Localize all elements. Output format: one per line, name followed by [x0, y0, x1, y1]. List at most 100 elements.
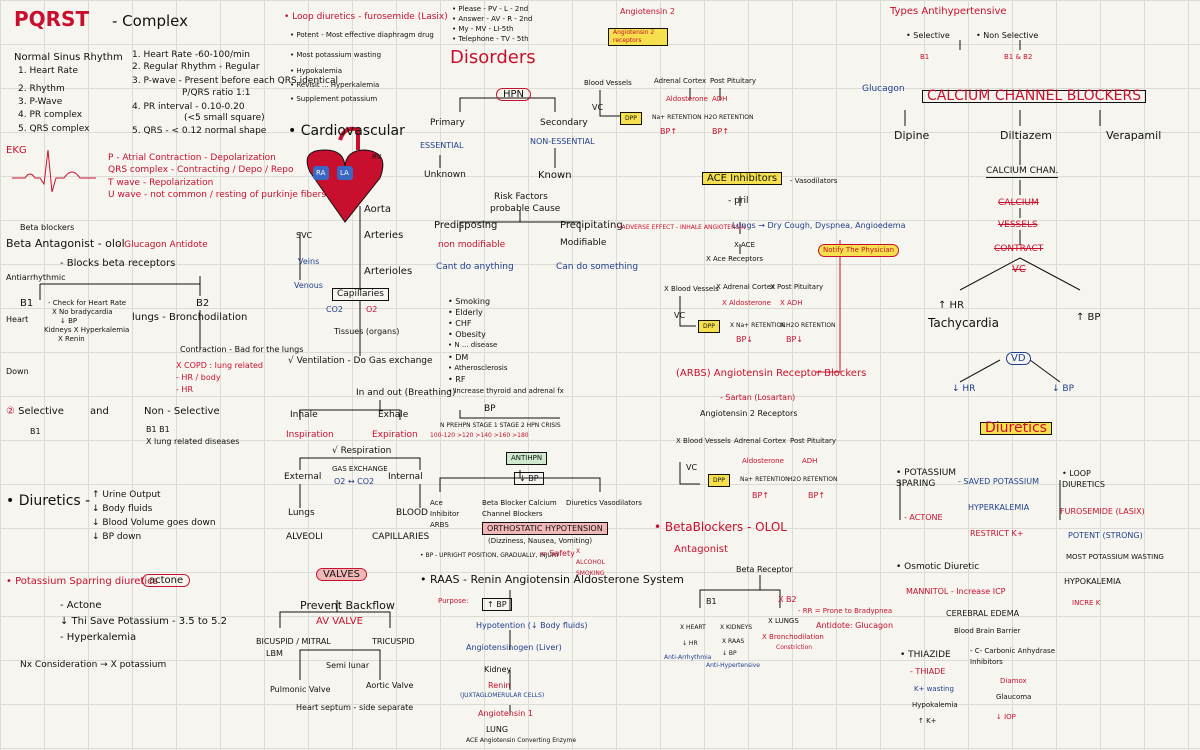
bp-up: BP↑	[660, 127, 678, 136]
osmotic-diuretic: • Osmotic Diuretic	[896, 562, 980, 572]
mnemonic-line: • Please - PV - L - 2nd	[452, 5, 529, 13]
dpp-box-3: DPP	[708, 474, 730, 487]
arb-adrenal: Adrenal Cortex	[734, 437, 787, 445]
adverse-effect: • ADVERSE EFFECT - INHALE ANGIOTENSIN	[616, 224, 746, 231]
arb-adh: ADH	[802, 457, 818, 465]
capillaries-box: Capillaries	[332, 288, 389, 301]
heart-diagram	[306, 126, 384, 223]
pqrst-title-suffix: - Complex	[112, 12, 188, 30]
iop-down: ↓ IOP	[996, 713, 1016, 721]
loop-item: • Revisit ... Hyperkalemia	[290, 81, 380, 89]
unknown-label: Unknown	[424, 170, 466, 180]
x-adh: X ADH	[780, 299, 803, 307]
furosemide-label: FUROSEMIDE (LASIX)	[1060, 507, 1145, 516]
b2-bronchodilation: X Bronchodilation	[762, 633, 824, 641]
down-bp-box: ↓ BP	[514, 472, 544, 485]
alveoli-label: ALVEOLI	[286, 532, 323, 542]
gas-formula: O2 ↔ CO2	[334, 477, 375, 486]
jg-cells: (JUXTAGLOMERULAR CELLS)	[460, 692, 545, 699]
angiotensinogen: Angiotensinogen (Liver)	[466, 643, 562, 652]
k-plus-up: ↑ K+	[918, 717, 937, 725]
ra-label: RA	[316, 169, 326, 177]
vc-label: VC	[592, 103, 604, 112]
notify-physician: Notify The Physician	[818, 244, 900, 257]
b1-kidneys: X KIDNEYS	[720, 624, 753, 631]
arb-pituitary: Post Pituitary	[790, 437, 837, 445]
wave-desc: P - Atrial Contraction - Depolarization	[108, 153, 276, 163]
beta-check: X No bradycardia	[52, 308, 113, 316]
mannitol-label: MANNITOL - Increase ICP	[906, 587, 1006, 596]
diuretic-effect: ↓ BP down	[92, 532, 142, 542]
hyperkalemia: HYPERKALEMIA	[968, 503, 1030, 512]
pril-label: - pril	[728, 196, 749, 206]
x-h2o-retention: X H2O RETENTION	[780, 322, 836, 329]
rv-label: RV	[372, 153, 382, 161]
actone-item: - Hyperkalemia	[60, 632, 137, 643]
risk-item: • DM	[448, 353, 469, 362]
svc-label: SVC	[296, 231, 313, 240]
carbonic-anhydrase: - C- Carbonic Anhydrase Inhibitors	[970, 647, 1055, 666]
non-selective-label: Non - Selective	[144, 406, 220, 417]
saved-potassium: - SAVED POTASSIUM	[958, 477, 1039, 486]
vc-label-2: VC	[674, 311, 686, 320]
risk-item: • Atherosclerosis	[448, 364, 508, 372]
arb-blood-vessels: X Blood Vessels	[676, 437, 731, 445]
renin-label: Renin	[488, 681, 511, 690]
modifiable-label: Modifiable	[560, 238, 607, 248]
b1-anti-arrhythmia: Anti-Arrhythmia	[664, 654, 712, 661]
angiotensin-2: Angiotensin 2	[620, 7, 675, 16]
lungs-adverse: Lungs → Dry Cough, Dyspnea, Angioedema	[732, 221, 906, 230]
restrict-k: RESTRICT K+	[970, 529, 1024, 538]
o2-label: O2	[366, 305, 378, 314]
beta-heading: Beta blockers	[20, 223, 75, 232]
ccb-non-selective: • Non Selective	[976, 31, 1039, 40]
risk-item: • Elderly	[448, 308, 483, 317]
loop-item: • Hypokalemia	[290, 67, 343, 75]
x-blood-vessels: X Blood Vessels	[664, 285, 719, 293]
types-antihypertensive: Types Antihypertensive	[890, 6, 1007, 17]
antidote-glucagon: Antidote: Glucagon	[816, 621, 894, 630]
x-pituitary: X Post Pituitary	[770, 283, 824, 291]
copd-label: X COPD : lung related	[176, 361, 263, 370]
mnemonic-line: • Telephone - TV - 5th	[452, 35, 529, 43]
predisposing-label: Predisposing	[434, 220, 498, 231]
dipine-label: Dipine	[894, 129, 930, 142]
angio2-receptors-box: Angiotensin 2 receptors	[608, 28, 668, 46]
internal-label: Internal	[388, 472, 423, 482]
pqrst-criteria: 4. PR interval - 0.10-0.20	[132, 102, 245, 112]
x-na-retention: X Na+ RETENTION	[730, 322, 786, 329]
aldosterone: Aldosterone	[666, 95, 708, 103]
cerebral-edema: CEREBRAL EDEMA	[946, 609, 1020, 618]
ccb-b1b2: B1 & B2	[1004, 53, 1033, 61]
arb-h2o: H2O RETENTION	[788, 476, 838, 483]
bb-b2: X B2	[778, 595, 797, 604]
rr-bradypnea: - RR = Prone to Bradypnea	[798, 607, 893, 615]
cardiovascular-title: • Cardiovascular	[288, 123, 405, 139]
antiarrhythmic: Antiarrhythmic	[6, 273, 66, 282]
arb-bp-up-2: BP↑	[808, 491, 826, 500]
bbb-label: Blood Brain Barrier	[954, 627, 1021, 635]
antagonist-label: Antagonist	[674, 544, 728, 555]
risk-item: • Smoking	[448, 297, 491, 306]
arb-bp-up: BP↑	[752, 491, 770, 500]
wave-desc: U wave - not common / resting of purkinj…	[108, 190, 327, 200]
col-pituitary: Post Pituitary	[710, 77, 757, 85]
probable-cause: probable Cause	[490, 204, 561, 214]
vd-label: VD	[1006, 352, 1031, 365]
hypokalemia-right: HYPOKALEMIA	[1064, 577, 1121, 586]
pqrst-criteria: 5. QRS - < 0.12 normal shape	[132, 126, 267, 136]
diltiazem-label: Diltiazem	[1000, 129, 1052, 142]
blocks-receptors: - Blocks beta receptors	[60, 258, 176, 269]
potent-label: POTENT (STRONG)	[1068, 531, 1143, 540]
calcium-strike: CALCIUM	[998, 198, 1039, 208]
col-adrenal: Adrenal Cortex	[654, 77, 707, 85]
disorders-title: Disorders	[450, 47, 536, 68]
essential-label: ESSENTIAL	[420, 141, 464, 150]
heart-label: Heart	[6, 315, 29, 324]
normal-sinus-rhythm: Normal Sinus Rhythm	[14, 52, 123, 63]
tissues-label: Tissues (organs)	[334, 327, 400, 336]
cant-do-anything: Cant do anything	[436, 262, 514, 272]
adh-label: ADH	[712, 95, 728, 103]
inhale-label: Inhale	[290, 410, 318, 420]
